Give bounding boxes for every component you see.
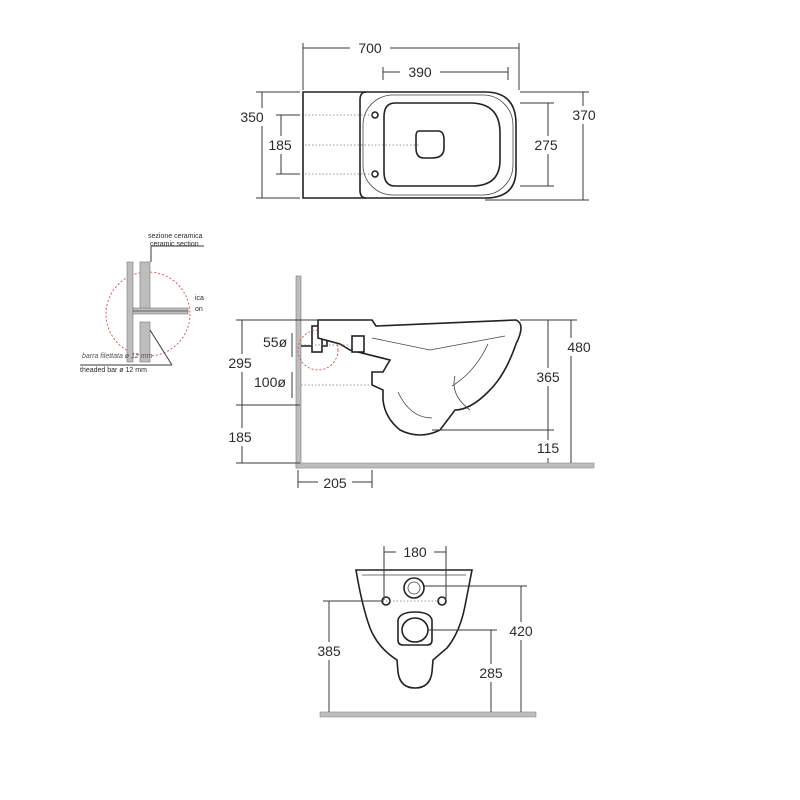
detail-label-it: sezione ceramica xyxy=(148,233,203,240)
dim-700: 700 xyxy=(358,40,382,56)
top-view-body-outline xyxy=(302,91,517,199)
dim-285: 285 xyxy=(479,665,503,681)
dim-185-side: 185 xyxy=(228,429,252,445)
detail-cut-label-2: on xyxy=(195,306,203,313)
dim-365: 365 xyxy=(536,369,560,385)
detail-cut-label-1: ica xyxy=(195,295,204,302)
dim-185-top: 185 xyxy=(268,137,292,153)
dim-115: 115 xyxy=(537,440,560,456)
dim-480: 480 xyxy=(567,339,591,355)
front-view-fixing-hole xyxy=(437,596,447,606)
top-view-bowl-opening xyxy=(383,102,501,187)
front-view-floor xyxy=(319,711,537,718)
top-view-seat-outline xyxy=(359,91,367,199)
front-view: 180 385 420 285 xyxy=(312,542,538,718)
side-view-floor xyxy=(295,462,595,469)
side-view-wall xyxy=(295,275,302,469)
side-view-body xyxy=(317,319,522,436)
dim-385: 385 xyxy=(317,643,341,659)
dim-275: 275 xyxy=(534,137,558,153)
detail-bar-label-it: barra filettata ø 12 mm xyxy=(82,353,153,360)
top-view-rim xyxy=(362,94,514,196)
dim-350: 350 xyxy=(240,109,264,125)
dim-295: 295 xyxy=(228,355,252,371)
dim-100-diameter: 100ø xyxy=(254,374,286,390)
dim-55-diameter: 55ø xyxy=(263,334,288,350)
dim-370: 370 xyxy=(572,107,596,123)
dim-390: 390 xyxy=(408,64,432,80)
dim-180: 180 xyxy=(403,544,427,560)
detail-bar-label-en: theaded bar ø 12 mm xyxy=(80,367,147,374)
top-view: 700 390 350 185 275 370 xyxy=(238,38,602,201)
dim-205: 205 xyxy=(323,475,347,491)
front-view-inlet xyxy=(403,577,425,599)
ceramic-section-detail: sezione ceramica ceramic section ica on … xyxy=(80,233,204,374)
top-view-drain xyxy=(415,130,445,159)
side-view: 480 365 115 295 185 55ø 100ø 205 xyxy=(224,275,596,491)
detail-label-en: ceramic section xyxy=(150,241,199,248)
dim-420: 420 xyxy=(509,623,533,639)
